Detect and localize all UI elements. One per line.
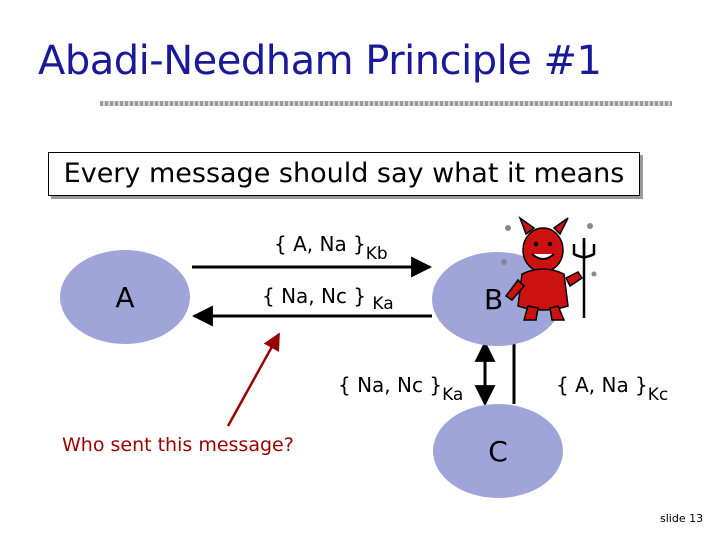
- message-text: { Na, Nc }: [262, 284, 367, 308]
- node-a: A: [60, 250, 190, 344]
- message-key: Kb: [365, 244, 388, 264]
- message-b-to-c: { A, Na }Kc: [556, 373, 668, 405]
- message-text: { A, Na }: [556, 373, 648, 397]
- title-divider: [100, 101, 672, 106]
- principle-box: Every message should say what it means: [48, 152, 640, 196]
- message-c-to-b: { Na, Nc }Ka: [338, 373, 463, 405]
- devil-icon: [501, 215, 597, 321]
- message-a-to-b: { A, Na }Kb: [274, 232, 388, 264]
- slide-number: slide 13: [660, 512, 704, 525]
- question-annotation: Who sent this message?: [62, 434, 294, 456]
- message-key: Kc: [647, 385, 669, 405]
- message-text: { Na, Nc }: [338, 373, 443, 397]
- message-key: Ka: [372, 294, 394, 314]
- message-b-to-a: { Na, Nc } Ka: [262, 284, 394, 314]
- slide-title: Abadi-Needham Principle #1: [38, 38, 602, 84]
- message-text: { A, Na }: [274, 232, 366, 256]
- node-c: C: [433, 404, 563, 498]
- question-pointer: [226, 332, 281, 427]
- message-key: Ka: [442, 385, 464, 405]
